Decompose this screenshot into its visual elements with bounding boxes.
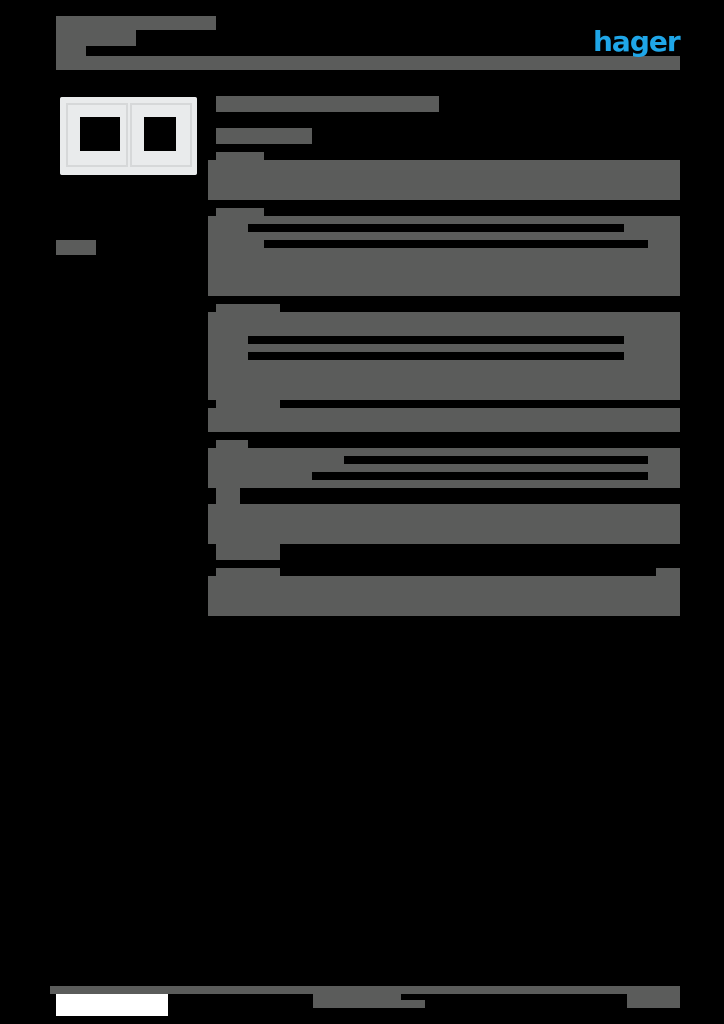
- header-title-line-1: [56, 16, 216, 30]
- product-image: [60, 97, 197, 175]
- frame-opening-left: [66, 103, 128, 167]
- section-3-gap-2: [248, 352, 624, 360]
- section-1-body: [208, 160, 680, 200]
- section-4-body: [208, 408, 680, 432]
- section-8-body: [208, 576, 680, 616]
- footer-left-box: [56, 994, 168, 1016]
- sidebar-label: [56, 240, 96, 255]
- section-5-heading: [216, 440, 248, 450]
- footer-right: [627, 994, 680, 1008]
- section-5-gap-1: [344, 456, 648, 464]
- section-2-gap-2: [264, 240, 648, 248]
- section-2-heading: [216, 208, 264, 218]
- product-title: [216, 96, 439, 112]
- footer-rule: [50, 986, 680, 994]
- section-3-heading: [216, 304, 280, 314]
- header-rule-left: [56, 30, 86, 60]
- section-5-gap-2: [312, 472, 648, 480]
- section-1-heading: [216, 152, 264, 162]
- section-7-heading: [216, 544, 280, 560]
- section-3-gap-1: [248, 336, 624, 344]
- section-8-heading: [216, 568, 280, 576]
- frame-window-left: [80, 117, 120, 151]
- footer-center: [313, 994, 401, 1008]
- section-2-gap-1: [248, 224, 624, 232]
- section-6-body: [208, 504, 680, 544]
- section-6-heading: [216, 488, 240, 504]
- frame-window-right: [144, 117, 176, 151]
- section-4-heading: [216, 400, 280, 410]
- frame-opening-right: [130, 103, 192, 167]
- section-8-marker: [656, 568, 680, 578]
- footer-center-2: [401, 1000, 425, 1008]
- header-rule: [56, 56, 680, 70]
- hager-logo: hager: [593, 25, 681, 58]
- section-5-body: [208, 448, 680, 488]
- product-subtitle: [216, 128, 312, 144]
